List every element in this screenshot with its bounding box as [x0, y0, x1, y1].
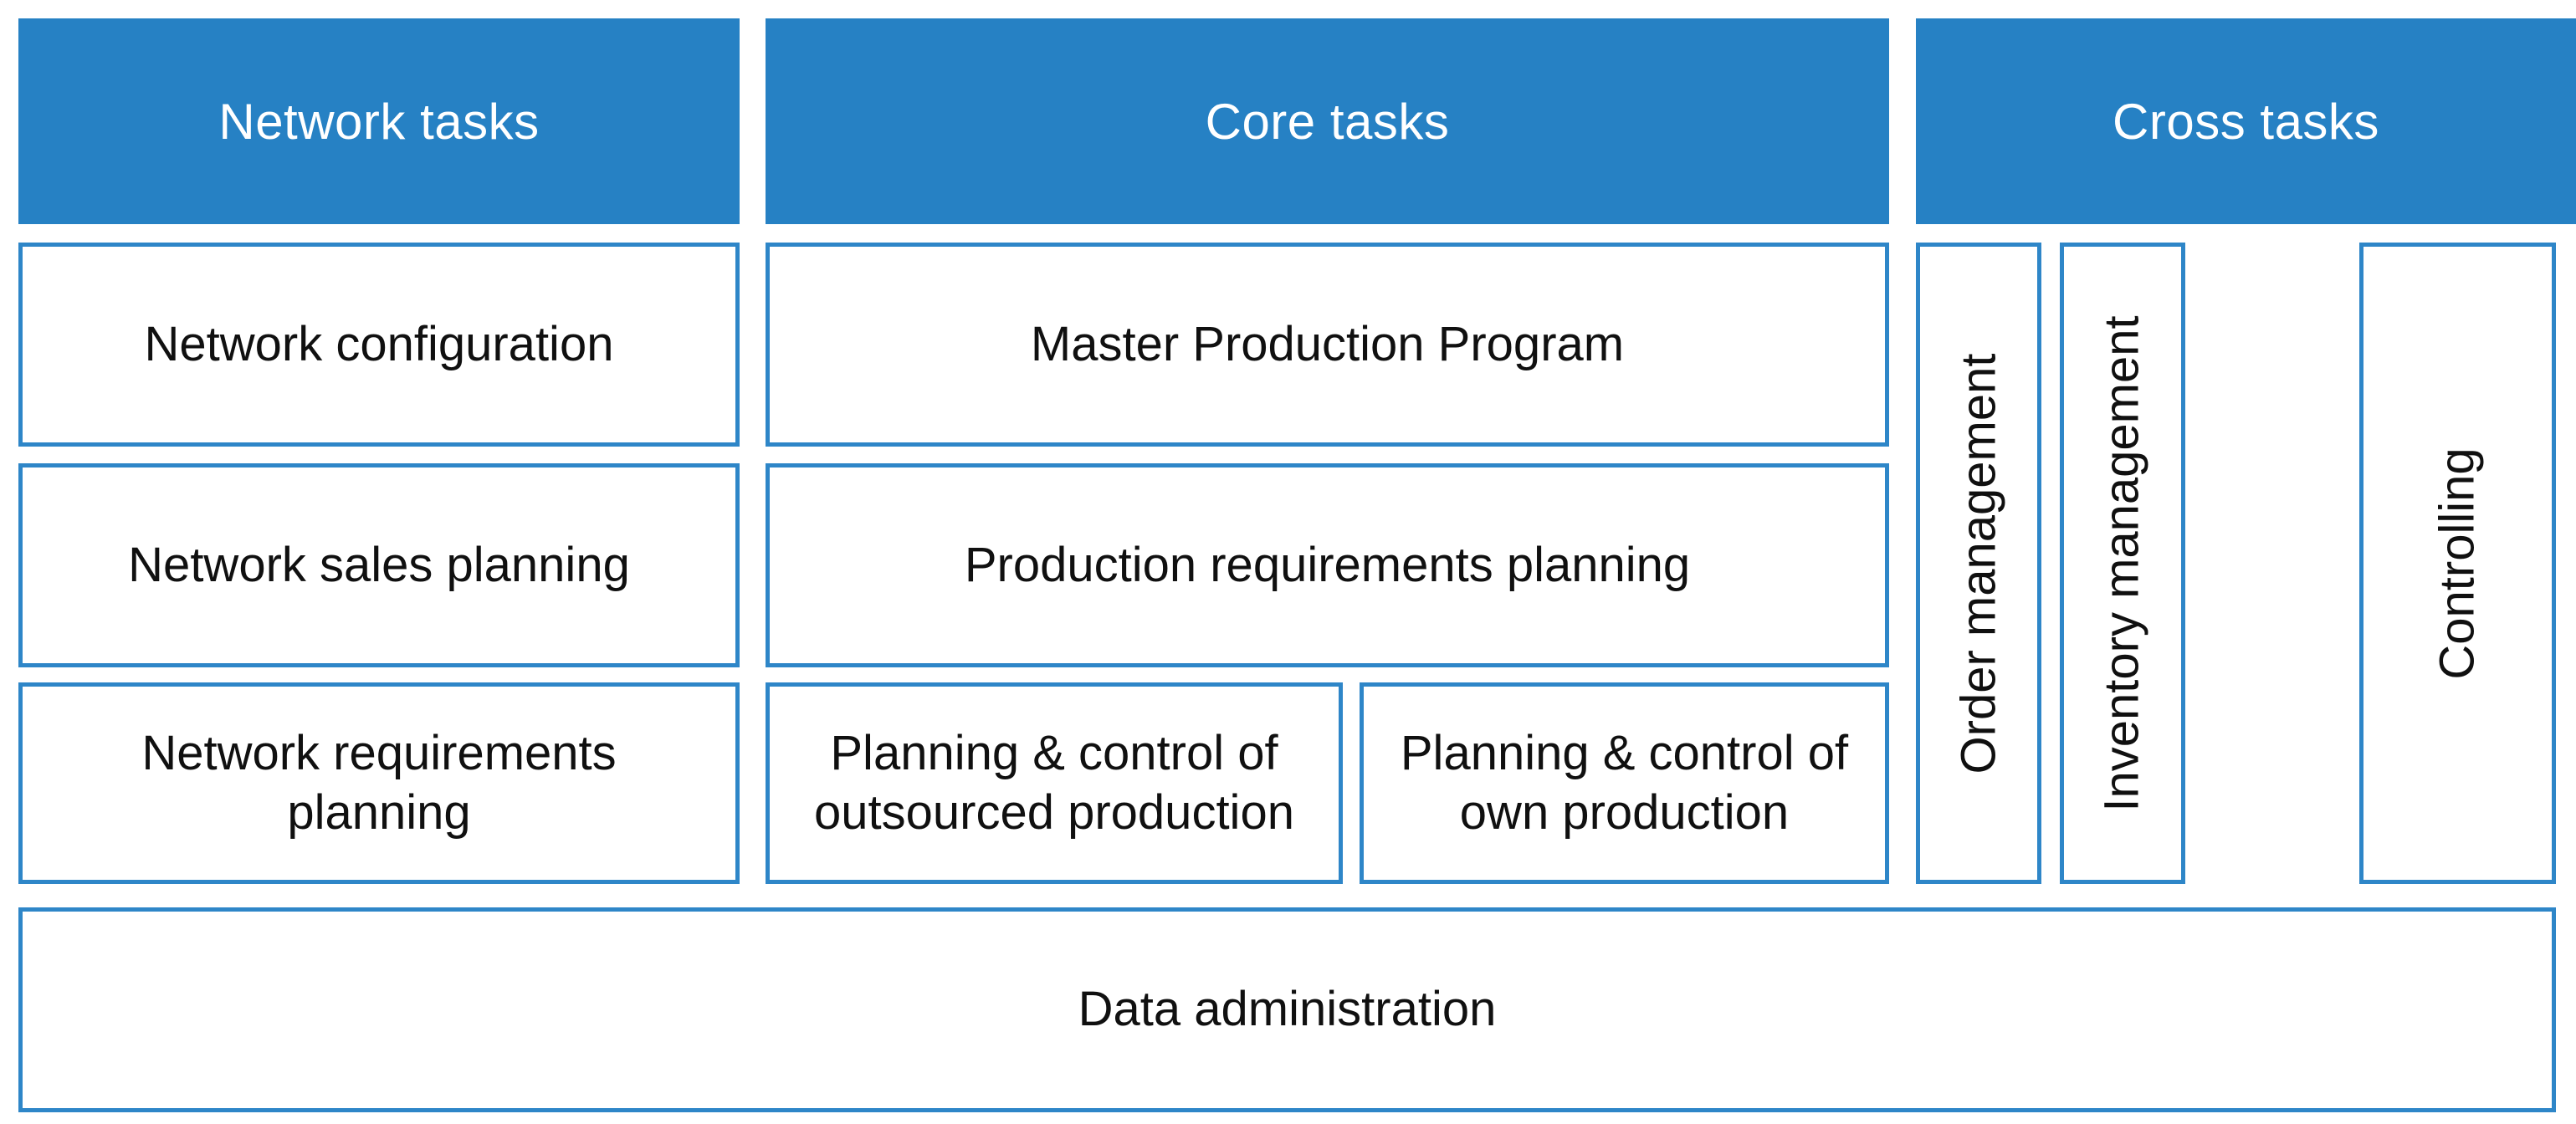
cell-network-requirements-planning-label: Network requirements planning	[141, 725, 617, 840]
cell-planning-control-outsourced-production-label: Planning & control of outsourced product…	[814, 725, 1294, 840]
cell-planning-control-own-production[interactable]: Planning & control of own production	[1360, 682, 1889, 884]
cell-data-administration[interactable]: Data administration	[18, 907, 2556, 1112]
header-network-tasks-label: Network tasks	[218, 93, 540, 150]
cell-network-configuration[interactable]: Network configuration	[18, 243, 740, 447]
header-cross-tasks-label: Cross tasks	[2113, 93, 2379, 150]
cell-planning-control-own-production-label: Planning & control of own production	[1400, 725, 1849, 840]
cell-inventory-management[interactable]: Inventory management	[2060, 243, 2185, 884]
cell-production-requirements-planning[interactable]: Production requirements planning	[766, 463, 1889, 667]
cell-order-management[interactable]: Order management	[1916, 243, 2041, 884]
cell-data-administration-label: Data administration	[1078, 982, 1497, 1037]
cell-network-configuration-label: Network configuration	[144, 316, 614, 371]
cell-production-requirements-planning-label: Production requirements planning	[964, 537, 1691, 592]
cell-inventory-management-label: Inventory management	[2095, 314, 2150, 812]
cell-order-management-label: Order management	[1951, 353, 2006, 774]
cell-network-sales-planning-label: Network sales planning	[128, 537, 630, 592]
header-network-tasks[interactable]: Network tasks	[18, 18, 740, 224]
cell-network-sales-planning[interactable]: Network sales planning	[18, 463, 740, 667]
cell-master-production-program[interactable]: Master Production Program	[766, 243, 1889, 447]
cell-network-requirements-planning[interactable]: Network requirements planning	[18, 682, 740, 884]
cell-planning-control-outsourced-production[interactable]: Planning & control of outsourced product…	[766, 682, 1343, 884]
header-core-tasks[interactable]: Core tasks	[766, 18, 1889, 224]
cell-controlling[interactable]: Controlling	[2359, 243, 2556, 884]
header-core-tasks-label: Core tasks	[1205, 93, 1450, 150]
cell-master-production-program-label: Master Production Program	[1030, 316, 1625, 371]
header-cross-tasks[interactable]: Cross tasks	[1916, 18, 2576, 224]
cell-controlling-label: Controlling	[2430, 447, 2485, 680]
